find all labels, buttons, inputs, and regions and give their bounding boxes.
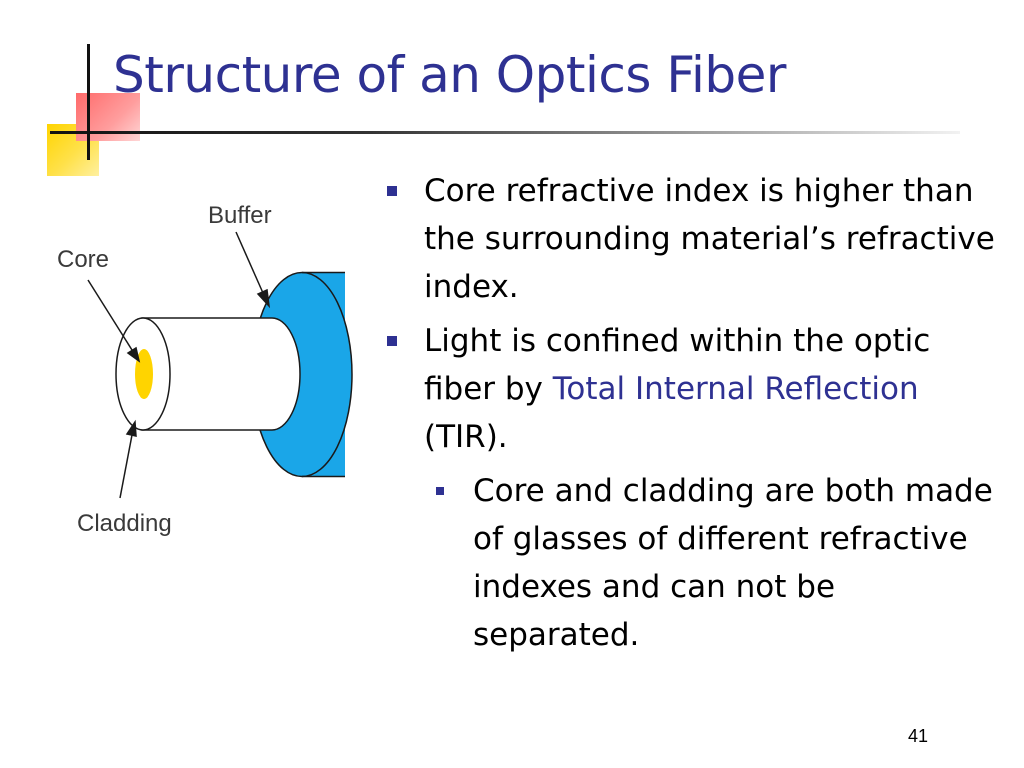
sub-bullet-marker [436,487,444,495]
buffer-arrow-head [256,288,271,309]
core-label: Core [57,246,109,273]
page-number: 41 [908,726,929,746]
bullet-marker [387,336,397,346]
title-underline [50,131,960,134]
bullet-text: Light is confined within the optic fiber… [424,323,931,407]
cladding-label: Cladding [77,510,172,537]
bullet-text-suffix: (TIR). [424,419,508,455]
core-arrow-line [87,279,133,351]
buffer-label: Buffer [208,202,272,229]
bullet-item: Core refractive index is higher than the… [383,167,1008,311]
bullet-marker [387,186,397,196]
bullet-list: Core refractive index is higher than the… [383,167,1008,659]
fiber-diagram: Buffer Core Cladding [57,202,353,537]
fiber-structure-figure: Buffer Core Cladding [40,190,370,550]
cladding-arrow-line [119,434,133,499]
buffer-arrow-line [235,231,264,294]
cladding-cylinder [141,317,301,431]
cladding-arrow-head [125,419,137,437]
slide-title: Structure of an Optics Fiber [113,46,786,104]
sub-bullet-item: Core and cladding are both made of glass… [433,467,1008,659]
core-arrow-head [126,346,141,363]
decorative-vertical-line [87,44,90,160]
sub-bullet-text: Core and cladding are both made of glass… [473,473,993,653]
bullet-text: Core refractive index is higher than the… [424,173,995,305]
tir-highlight: Total Internal Reflection [552,371,919,407]
bullet-item: Light is confined within the optic fiber… [383,317,1008,461]
